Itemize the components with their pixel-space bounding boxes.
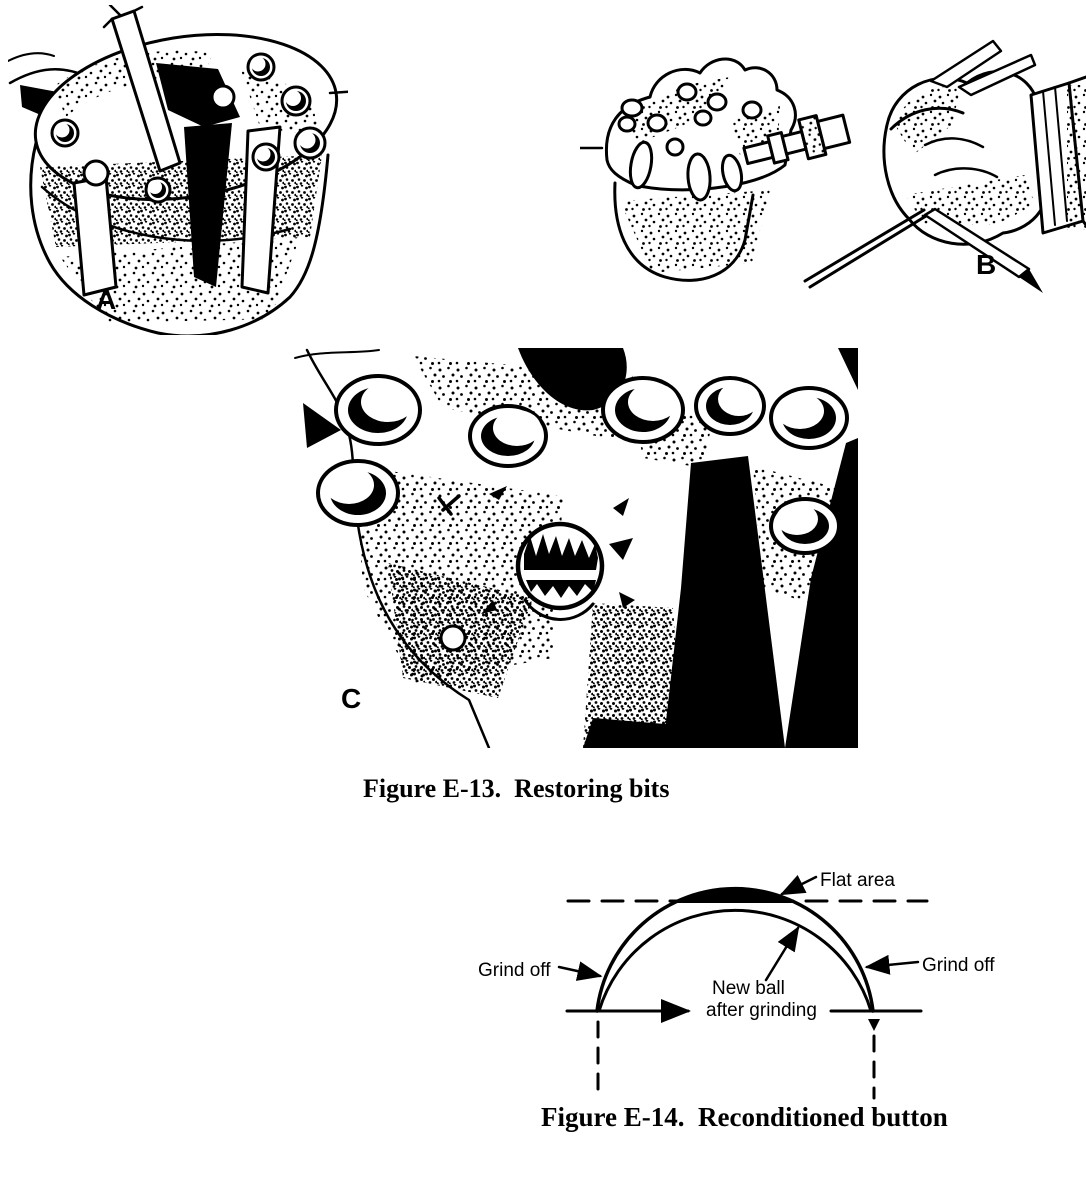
panel-c-illustration: C (294, 348, 858, 748)
flat-area-label: Flat area (820, 870, 895, 891)
panel-b-label: B (976, 249, 996, 280)
grind-off-right-label: Grind off (922, 955, 995, 976)
down-arrowhead (868, 1019, 880, 1031)
original-ball-arc (595, 886, 875, 1013)
grinder-tool (742, 113, 852, 166)
panel-b-buttons (617, 82, 763, 157)
panel-b-art (580, 39, 1086, 293)
panel-b-illustration: B (580, 39, 1086, 293)
figure-e14-diagram: Flat area Grind off Grind off New ball a… (478, 870, 995, 1100)
figure-e13-caption: Figure E-13. Restoring bits (363, 774, 670, 803)
grind-off-right-arrow (864, 954, 920, 975)
grind-off-left-label: Grind off (478, 960, 551, 981)
new-ball-label-line2: after grinding (706, 1000, 817, 1021)
panel-a-buttons (50, 52, 327, 204)
new-ball-arc (597, 908, 873, 1013)
grind-off-left-arrow (557, 961, 603, 981)
panel-c-buttons (316, 374, 849, 652)
panel-c-art (294, 348, 858, 748)
panel-a-art (8, 5, 348, 335)
flat-area-arrow (779, 874, 818, 896)
figure-e14-caption: Figure E-14. Reconditioned button (541, 1102, 948, 1132)
new-ball-arrow (764, 925, 800, 982)
panel-a-label: A (96, 284, 116, 315)
panel-a-illustration: A (8, 5, 348, 335)
panel-c-label: C (341, 683, 361, 714)
new-ball-label-line1: New ball (712, 978, 785, 999)
damaged-button (515, 521, 605, 621)
